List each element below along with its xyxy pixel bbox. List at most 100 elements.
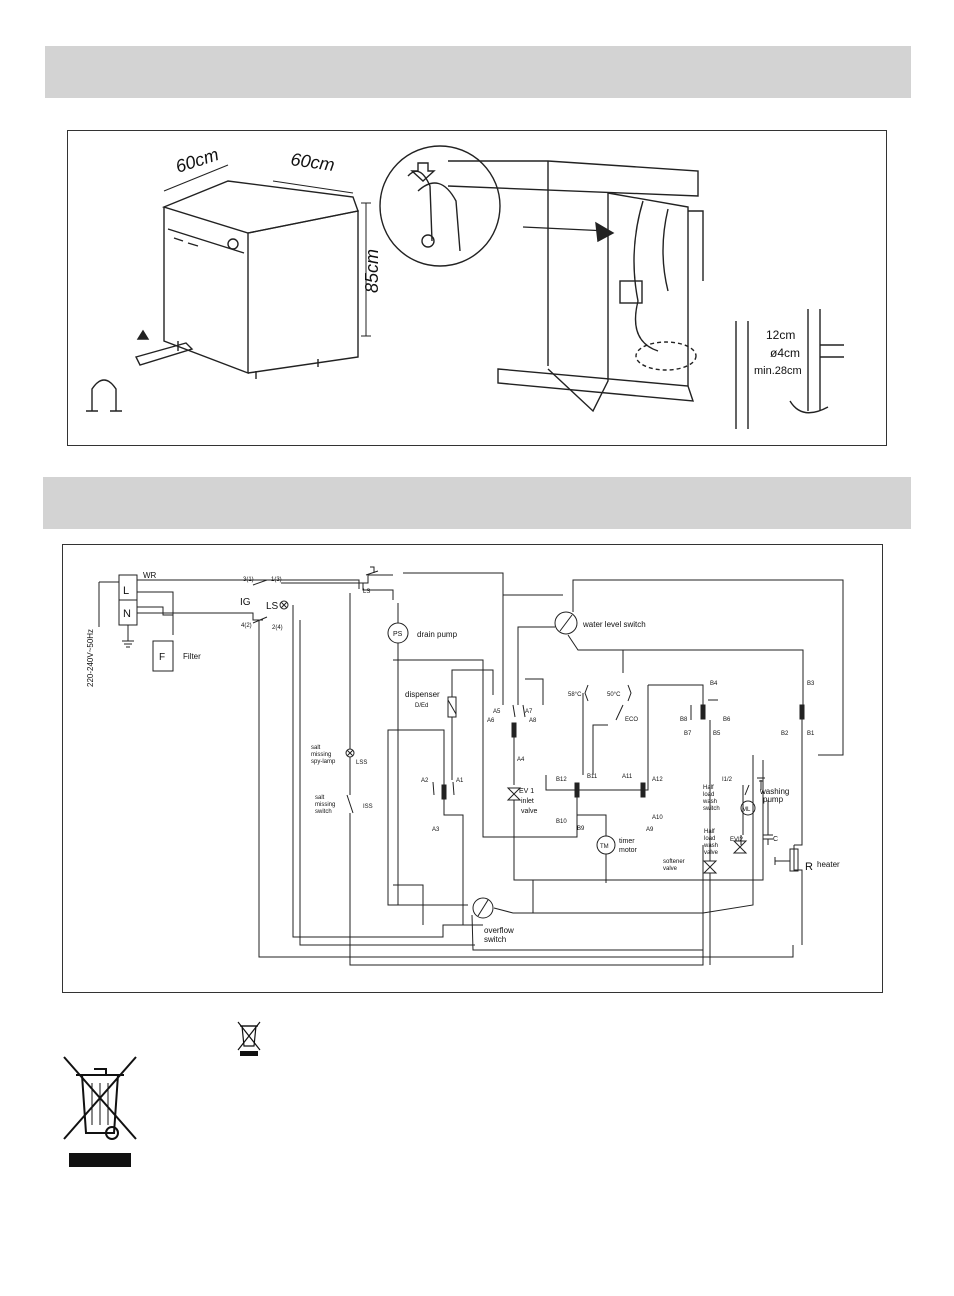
label-A1: A1 (456, 778, 464, 784)
label-A8: A8 (529, 718, 537, 724)
thermostat-icon (584, 684, 632, 702)
label-ML: ML (742, 807, 751, 813)
section-header-bar-wiring (43, 477, 911, 529)
salt-switch-label-1: salt (315, 795, 325, 801)
label-A10: A10 (652, 815, 663, 821)
overflow-label-1: overflow (484, 926, 514, 935)
inlet-label: inlet (521, 798, 534, 805)
counter-top (447, 160, 699, 197)
dim-12cm-label: 12cm (766, 328, 795, 342)
label-58c: 58°C (568, 692, 582, 698)
half-switch-label-3: wash (702, 799, 717, 805)
wiring-diagram: 220-240V~50Hz L N F Filter WR IG LS 3(1)… (62, 544, 883, 993)
terminal-2-4: 2(4) (272, 625, 283, 631)
drain-pipe-left (735, 321, 749, 429)
hose-coil-dashed (635, 341, 697, 371)
washing-pump-icon (740, 800, 756, 816)
label-A6: A6 (487, 718, 495, 724)
dim-min28cm-label: min.28cm (754, 365, 802, 377)
label-B9: B9 (577, 826, 585, 832)
wiring-schematic: 220-240V~50Hz L N F Filter WR IG LS 3(1)… (86, 566, 844, 966)
up-arrow-icon (136, 329, 150, 340)
motor-label: motor (619, 847, 638, 854)
zoom-detail-circle (379, 145, 501, 267)
label-B1: B1 (807, 731, 815, 737)
softener-label-2: valve (663, 866, 678, 872)
label-A4: A4 (517, 757, 525, 763)
label-F: F (159, 652, 165, 663)
dishwasher-side (247, 210, 359, 374)
label-B4: B4 (710, 681, 718, 687)
half-valve-label-3: wash (703, 843, 718, 849)
softener-label-1: softener (663, 859, 685, 865)
large-weee-bin-icon (63, 1056, 137, 1167)
drain-pipe-right (807, 309, 821, 411)
kickplate (497, 368, 695, 402)
timer-label: timer (619, 838, 635, 845)
label-I12: I1/2 (722, 777, 733, 783)
label-B3: B3 (807, 681, 815, 687)
label-LS-top: LS (363, 589, 370, 595)
label-ECO: ECO (625, 717, 638, 723)
tap-box (619, 280, 643, 304)
label-B11: B11 (587, 774, 598, 780)
terminal-3-1: 3(1) (243, 577, 254, 583)
terminal-1-3: 1(3) (271, 577, 282, 583)
dim-width-label: 60cm (289, 149, 335, 175)
drain-pump-label: drain pump (417, 630, 458, 639)
label-LS-main: LS (266, 601, 279, 612)
level-tool-icon (86, 379, 122, 412)
label-B8: B8 (680, 717, 688, 723)
half-switch-label-4: switch (703, 806, 720, 812)
dishwasher-front (163, 207, 249, 375)
dim-4cm-label: ø4cm (770, 346, 800, 360)
label-A3: A3 (432, 827, 440, 833)
heater-label: heater (817, 860, 840, 869)
half-valve-label-2: load (704, 836, 715, 842)
label-EVI2: EVI2 (730, 837, 744, 843)
installation-illustration: 60cm 60cm 85cm 12cm ø4cm min.28cm (67, 130, 887, 446)
inlet-valve-label: valve (521, 808, 537, 815)
section-header-bar-installation (45, 46, 911, 98)
down-arrow-icon (410, 162, 436, 182)
overflow-switch-icon (472, 897, 494, 919)
supply-voltage-label: 220-240V~50Hz (86, 629, 95, 687)
half-switch-label-2: load (703, 792, 714, 798)
label-A11: A11 (622, 774, 633, 780)
salt-lamp-label-2: missing (311, 752, 331, 758)
salt-lamp-label-3: spy-lamp (311, 759, 336, 765)
water-level-switch-label: water level switch (582, 620, 646, 629)
salt-switch-label-3: switch (315, 809, 332, 815)
label-L: L (123, 585, 129, 597)
wrench-icon (134, 342, 194, 366)
ground-symbol-icon (122, 625, 134, 648)
ls-lamp-icon (279, 600, 289, 610)
label-N: N (123, 608, 131, 620)
label-A2: A2 (421, 778, 429, 784)
label-TM: TM (600, 844, 609, 850)
small-weee-bin-icon (237, 1021, 261, 1056)
filter-box (152, 640, 174, 672)
dispenser-sub-label: D/Ed (415, 703, 428, 709)
label-A7: A7 (525, 709, 533, 715)
label-WR: WR (143, 571, 157, 580)
overflow-label-2: switch (484, 935, 506, 944)
label-B10: B10 (556, 819, 567, 825)
half-load-valve-icon (732, 840, 748, 854)
label-ISS: ISS (363, 804, 373, 810)
label-B2: B2 (781, 731, 789, 737)
label-IG: IG (240, 597, 251, 608)
control-knob-icon (227, 238, 239, 250)
heater-element (789, 848, 799, 872)
washing-label: washing (759, 787, 789, 796)
label-A5: A5 (493, 709, 501, 715)
installation-drawing: 60cm 60cm 85cm 12cm ø4cm min.28cm (86, 144, 844, 429)
label-B7: B7 (684, 731, 692, 737)
inlet-valve-icon (506, 787, 522, 801)
dim-height-label: 85cm (362, 249, 382, 293)
filter-label: Filter (183, 652, 201, 661)
half-valve-label-4: valve (704, 850, 719, 856)
salt-lamp-label-1: salt (311, 745, 321, 751)
label-B6: B6 (723, 717, 731, 723)
label-B5: B5 (713, 731, 721, 737)
